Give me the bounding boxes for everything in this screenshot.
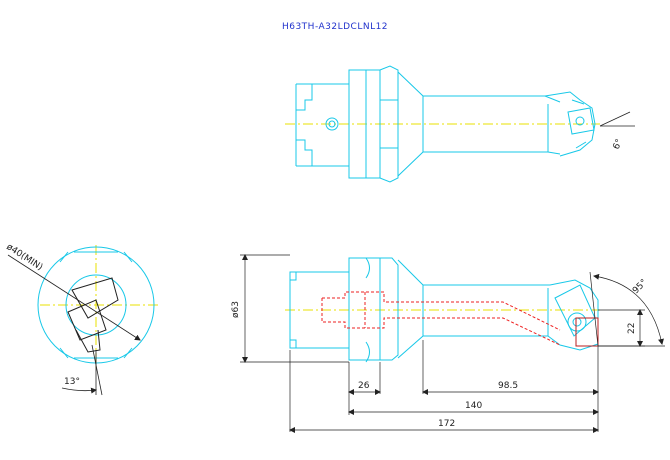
side-view [285,257,600,363]
end-view [7,245,160,396]
side-angle-label: 13° [64,377,80,387]
diameter-label: ø63 [231,301,241,318]
neck-length-label: 98.5 [498,381,518,391]
offset-label: 22 [627,323,637,334]
flange-length-label: 26 [358,381,370,391]
inclination-angle-label: 6° [612,138,625,152]
shank-length-label: 140 [465,401,482,411]
drawing-title: H63TH-A32LDCLNL12 [281,22,389,32]
lead-angle-label: 95° [631,278,649,296]
top-view [285,65,635,183]
dimension-lines [240,254,665,433]
overall-length-label: 172 [438,419,455,429]
min-bore-label: ø40(MIN) [4,242,44,273]
